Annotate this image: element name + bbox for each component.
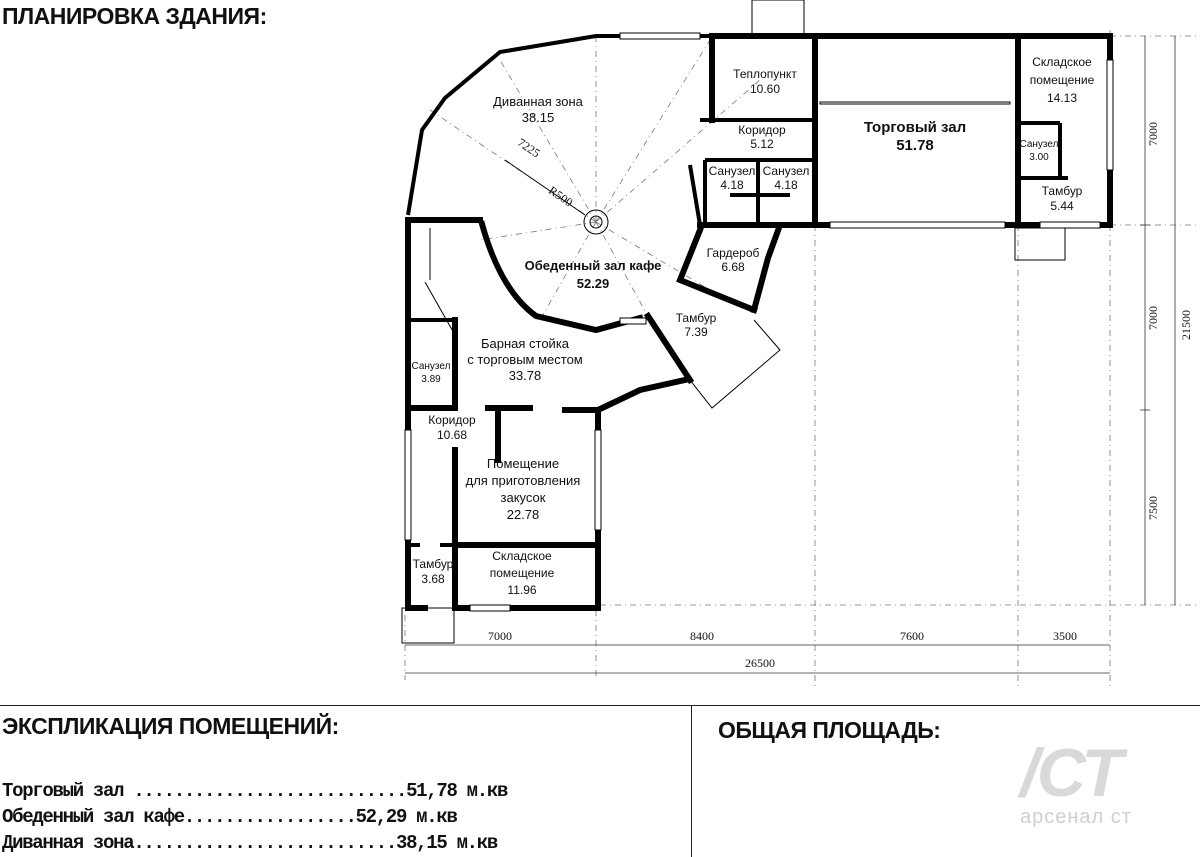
plan-title: ПЛАНИРОВКА ЗДАНИЯ: — [2, 3, 267, 29]
room-kitchen-name-a: Помещение — [487, 456, 559, 471]
room-bar-name-a: Барная стойка — [481, 336, 570, 351]
floor-plan: Торговый зал 51.78 Складское помещение 1… — [401, 0, 1200, 690]
central-column — [504, 159, 609, 235]
room-dining-area: 52.29 — [577, 276, 610, 291]
room-vestibule-3-name: Тамбур — [413, 557, 454, 571]
windows — [401, 0, 1114, 644]
room-kitchen-name-b: для приготовления — [466, 473, 581, 488]
room-vestibule-3-area: 3.68 — [421, 572, 445, 586]
dim-bottom-4: 3500 — [1053, 629, 1077, 643]
walls — [405, 33, 1113, 611]
radius-label-7225: 7225 — [515, 135, 543, 160]
room-storage-1-name-b: помещение — [1030, 73, 1095, 87]
dim-bottom-total: 26500 — [745, 656, 775, 670]
room-sofa-area: 38.15 — [522, 110, 555, 125]
room-wc-4-area: 3.89 — [421, 374, 441, 385]
dim-right-3: 7500 — [1146, 496, 1160, 520]
room-wc-3-area: 3.00 — [1029, 152, 1049, 163]
room-storage-1-area: 14.13 — [1047, 91, 1077, 105]
room-storage-2-name-b: помещение — [490, 566, 555, 580]
dim-right-total: 21500 — [1179, 310, 1193, 340]
room-wc-2-name: Санузел — [763, 164, 810, 178]
explication-row: Диванная зона..........................3… — [2, 832, 498, 854]
dim-bottom-2: 8400 — [690, 629, 714, 643]
section-divider-vertical — [691, 705, 692, 857]
explication-list: Торговый зал ...........................… — [2, 778, 508, 856]
company-logo: /СТ арсенал ст — [1020, 738, 1185, 829]
room-trade-hall-area: 51.78 — [896, 137, 934, 154]
logo-text: арсенал ст — [1020, 806, 1132, 828]
room-kitchen-name-c: закусок — [501, 490, 546, 505]
room-bar-area: 33.78 — [509, 368, 542, 383]
room-bar-name-b: с торговым местом — [467, 352, 583, 367]
room-dining-name: Обеденный зал кафе — [525, 258, 662, 273]
room-vestibule-1-name: Тамбур — [1042, 184, 1083, 198]
dim-bottom-1: 7000 — [488, 629, 512, 643]
room-labels: Торговый зал 51.78 Складское помещение 1… — [412, 55, 1095, 597]
total-area-title: ОБЩАЯ ПЛОЩАДЬ: — [718, 717, 941, 743]
room-storage-2-area: 11.96 — [507, 583, 536, 597]
room-vestibule-2-area: 7.39 — [684, 325, 708, 339]
room-heat-area: 10.60 — [750, 82, 780, 96]
dim-right-1: 7000 — [1146, 122, 1160, 146]
room-corridor-1-area: 5.12 — [750, 137, 774, 151]
axis-lines — [404, 30, 1200, 690]
dimension-labels: 7000 8400 7600 3500 26500 7000 7000 7500… — [488, 122, 1193, 670]
room-wc-1-name: Санузел — [709, 164, 756, 178]
room-cloak-name: Гардероб — [707, 246, 760, 260]
room-trade-hall-name: Торговый зал — [864, 119, 966, 136]
room-corridor-2-name: Коридор — [428, 413, 476, 427]
explication-row: Торговый зал ...........................… — [2, 780, 508, 802]
room-storage-2-name-a: Складское — [492, 549, 552, 563]
room-vestibule-1-area: 5.44 — [1050, 199, 1074, 213]
room-corridor-2-area: 10.68 — [437, 428, 467, 442]
dimension-lines — [405, 36, 1176, 674]
section-divider-horizontal — [0, 705, 1200, 706]
room-wc-4-name: Санузел — [412, 361, 451, 372]
dim-bottom-3: 7600 — [900, 629, 924, 643]
room-cloak-area: 6.68 — [721, 260, 745, 274]
room-wc-1-area: 4.18 — [720, 178, 744, 192]
dim-right-2: 7000 — [1146, 306, 1160, 330]
logo-mark: /СТ — [1020, 735, 1123, 811]
room-wc-3-name: Санузел — [1020, 139, 1059, 150]
room-corridor-1-name: Коридор — [738, 123, 786, 137]
explication-row: Обеденный зал кафе.................52,29… — [2, 806, 458, 828]
explication-title: ЭКСПЛИКАЦИЯ ПОМЕЩЕНИЙ: — [2, 713, 339, 739]
room-sofa-name: Диванная зона — [493, 94, 584, 109]
room-vestibule-2-name: Тамбур — [676, 311, 717, 325]
room-kitchen-area: 22.78 — [507, 507, 540, 522]
room-wc-2-area: 4.18 — [774, 178, 798, 192]
room-heat-name: Теплопункт — [733, 67, 797, 81]
room-storage-1-name-a: Складское — [1032, 55, 1092, 69]
